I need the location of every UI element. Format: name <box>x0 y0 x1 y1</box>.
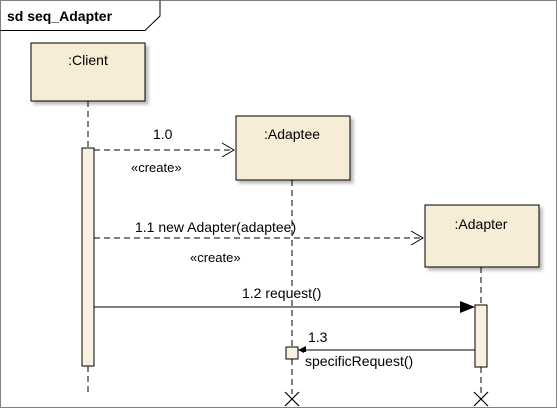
open-arrowhead <box>410 230 424 246</box>
message-create-adaptee[interactable]: 1.0 «create» <box>94 126 235 175</box>
frame-title: sd seq_Adapter <box>7 8 113 24</box>
lifeline-head-adaptee[interactable] <box>235 115 351 181</box>
message-specific-request[interactable]: 1.3 specificRequest() <box>298 329 475 370</box>
lifeline-adapter[interactable]: :Adapter <box>424 204 540 268</box>
message-label-1-3: 1.3 <box>308 329 328 345</box>
activation-client[interactable] <box>81 147 95 367</box>
lifeline-adaptee[interactable]: :Adaptee <box>235 115 351 181</box>
message-label-1-2: 1.2 request() <box>242 285 321 301</box>
message-create-adapter[interactable]: 1.1 new Adapter(adaptee) «create» <box>94 219 424 265</box>
message-label-1-0: 1.0 <box>153 126 173 142</box>
frame-title-tab <box>0 0 161 31</box>
activation-adapter[interactable] <box>474 304 488 368</box>
lifeline-client[interactable]: :Client <box>30 42 146 102</box>
activation-adaptee[interactable] <box>285 346 299 360</box>
destroy-marker-adapter <box>473 391 489 407</box>
lifeline-label-adapter: :Adapter <box>455 216 508 232</box>
message-request[interactable]: 1.2 request() <box>94 285 475 313</box>
label-background <box>304 352 440 370</box>
lifeline-label-adaptee: :Adaptee <box>264 126 320 142</box>
filled-arrowhead <box>460 301 475 313</box>
message-stereotype-1-0: «create» <box>131 160 182 175</box>
message-operation-1-3: specificRequest() <box>305 353 413 369</box>
destroy-marker-adaptee <box>284 391 300 407</box>
lifeline-head-client[interactable] <box>30 42 146 102</box>
lifeline-head-adapter[interactable] <box>424 204 540 268</box>
message-stereotype-1-1: «create» <box>190 250 241 265</box>
message-label-1-1: 1.1 new Adapter(adaptee) <box>135 219 296 235</box>
open-arrowhead <box>221 142 235 158</box>
lifeline-label-client: :Client <box>68 52 108 68</box>
